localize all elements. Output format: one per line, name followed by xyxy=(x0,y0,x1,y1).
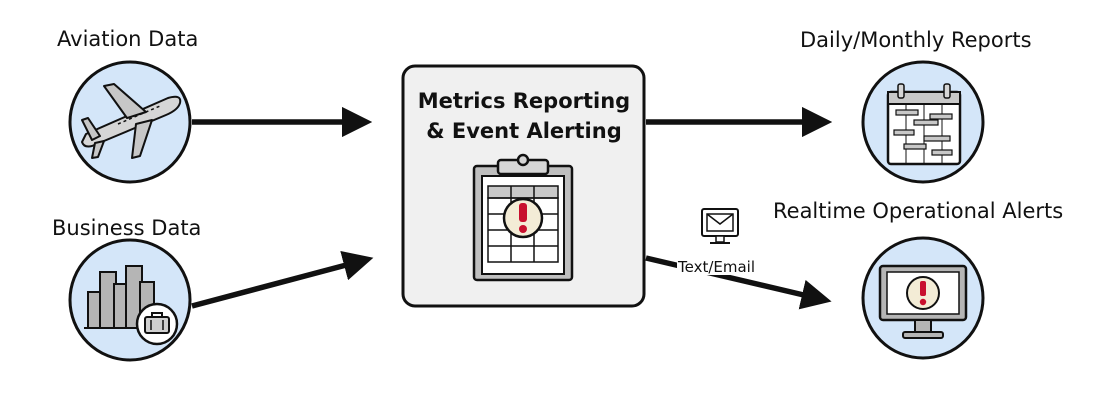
clipboard-icon xyxy=(472,153,574,282)
hub-title: Metrics Reporting & Event Alerting xyxy=(404,86,644,146)
calendar-icon xyxy=(886,83,962,166)
business-node xyxy=(68,238,192,362)
aviation-node xyxy=(68,60,192,184)
email-terminal-icon xyxy=(701,208,739,244)
alerts-arrow xyxy=(645,255,832,310)
alerts-node xyxy=(861,236,985,360)
business-arrow xyxy=(191,250,374,309)
hub-title-line1: Metrics Reporting xyxy=(417,89,631,113)
briefcase-icon xyxy=(135,302,179,346)
alerts-label: Realtime Operational Alerts xyxy=(773,199,1064,223)
reports-label: Daily/Monthly Reports xyxy=(800,28,1032,52)
hub-title-line2: & Event Alerting xyxy=(426,119,622,143)
monitor-alert-icon xyxy=(878,264,968,339)
business-data-label: Business Data xyxy=(52,216,202,240)
hub-box xyxy=(401,64,646,308)
airplane-icon xyxy=(81,83,182,159)
text-email-label: Text/Email xyxy=(677,258,757,276)
aviation-data-label: Aviation Data xyxy=(57,27,199,51)
reports-node xyxy=(861,60,985,184)
